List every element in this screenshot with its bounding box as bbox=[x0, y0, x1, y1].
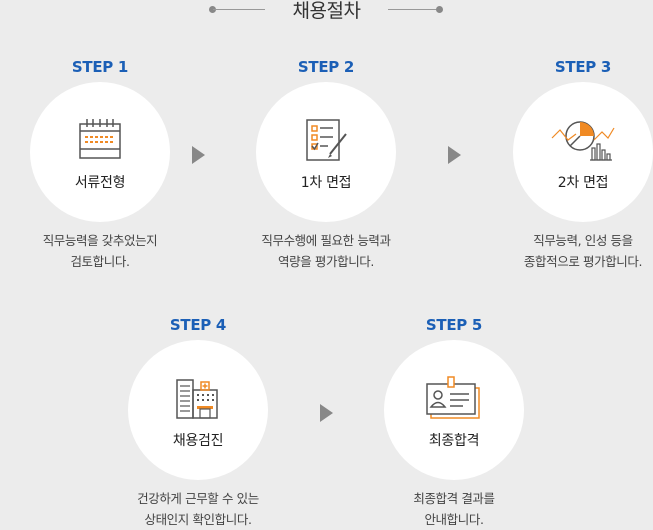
step-2-name: 1차 면접 bbox=[300, 175, 352, 191]
step-2-desc: 직무수행에 필요한 능력과 역량을 평가합니다. bbox=[261, 233, 391, 269]
step-3-label: STEP 3 bbox=[554, 58, 612, 76]
step-5-desc: 최종합격 결과를 안내합니다. bbox=[413, 491, 495, 527]
id-card-icon bbox=[426, 376, 480, 419]
step-4-desc: 건강하게 근무할 수 있는 상태인지 확인합니다. bbox=[137, 491, 259, 527]
step-1-circle: 서류전형 bbox=[30, 82, 170, 222]
title-line-left bbox=[213, 9, 265, 10]
title-line-right bbox=[388, 9, 440, 10]
pie-chart-icon bbox=[551, 121, 615, 161]
arrow-icon bbox=[448, 146, 461, 164]
step-1-label: STEP 1 bbox=[71, 58, 129, 76]
step-3-circle: 2차 면접 bbox=[513, 82, 653, 222]
calendar-icon bbox=[79, 119, 121, 159]
arrow-icon bbox=[192, 146, 205, 164]
page-title: 채용절차 bbox=[292, 0, 361, 22]
step-5-label: STEP 5 bbox=[425, 316, 483, 334]
step-3-name: 2차 면접 bbox=[557, 175, 609, 191]
step-5-circle: 최종합격 bbox=[384, 340, 524, 480]
step-4-label: STEP 4 bbox=[169, 316, 227, 334]
step-2-circle: 1차 면접 bbox=[256, 82, 396, 222]
arrow-icon bbox=[320, 404, 333, 422]
step-4-name: 채용검진 bbox=[172, 433, 224, 449]
step-2-label: STEP 2 bbox=[297, 58, 355, 76]
building-icon bbox=[176, 379, 218, 419]
title-dot-right bbox=[436, 6, 443, 13]
step-5-name: 최종합격 bbox=[428, 433, 480, 449]
step-4-circle: 채용검진 bbox=[128, 340, 268, 480]
step-1-name: 서류전형 bbox=[74, 175, 126, 191]
step-3-desc: 직무능력, 인성 등을 종합적으로 평가합니다. bbox=[523, 233, 643, 269]
section-title: 채용절차 bbox=[0, 0, 653, 24]
step-1-desc: 직무능력을 갖추었는지 검토합니다. bbox=[42, 233, 158, 269]
title-dot-left bbox=[209, 6, 216, 13]
checklist-icon bbox=[306, 119, 347, 161]
